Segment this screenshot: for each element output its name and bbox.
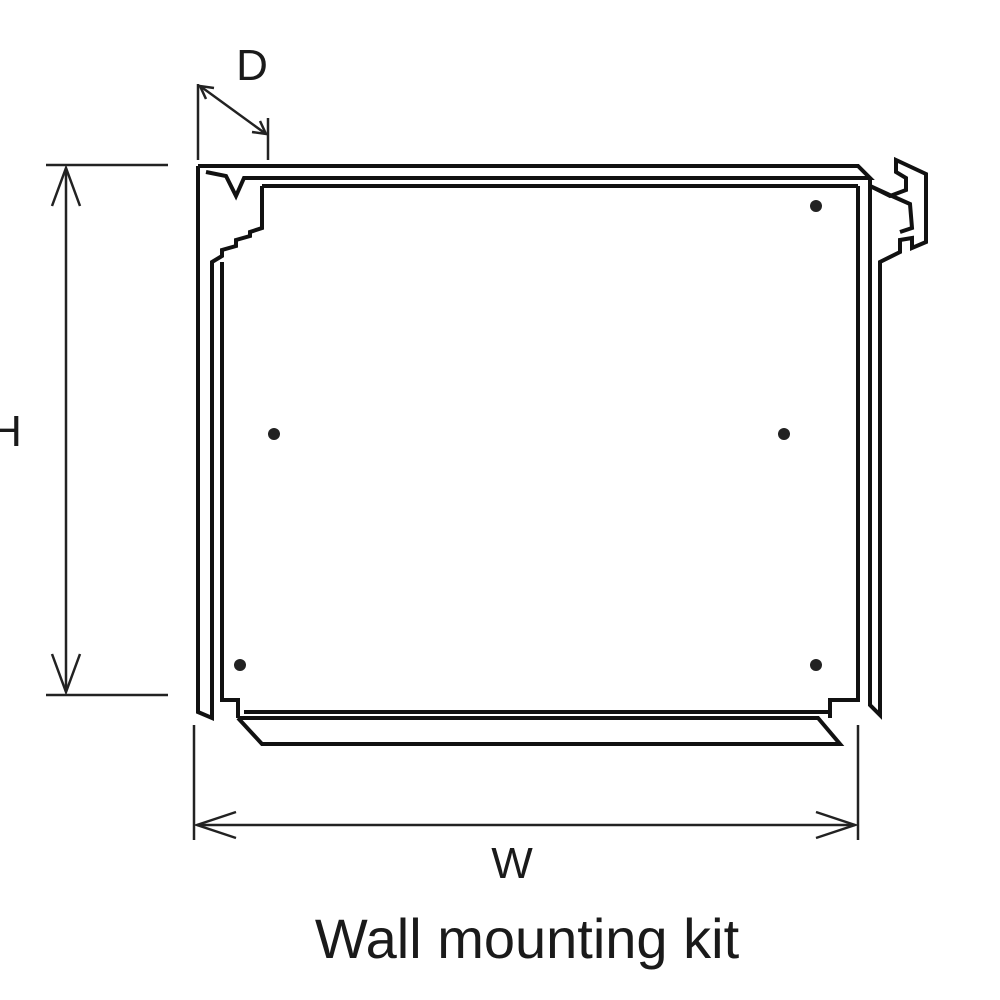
mounting-plate bbox=[196, 156, 928, 746]
mounting-hole-bottom-left bbox=[234, 659, 246, 671]
height-label: H bbox=[0, 407, 22, 456]
height-arrow-top bbox=[50, 164, 82, 207]
left-side-wall bbox=[196, 166, 264, 722]
right-hook-bracket bbox=[868, 156, 928, 720]
depth-dimension: D bbox=[196, 41, 270, 160]
top-flange bbox=[198, 164, 875, 180]
height-dimension: H bbox=[0, 163, 168, 697]
mounting-hole-middle-left bbox=[268, 428, 280, 440]
mounting-hole-middle-right bbox=[778, 428, 790, 440]
diagram-caption: Wall mounting kit bbox=[315, 907, 740, 970]
width-label: W bbox=[491, 839, 533, 888]
left-inner-edge bbox=[220, 262, 240, 718]
depth-arrow-start bbox=[197, 84, 215, 100]
height-arrow-bottom bbox=[50, 653, 82, 696]
right-inner-edge bbox=[828, 186, 860, 718]
left-top-bracket bbox=[205, 170, 262, 201]
width-arrow-right bbox=[815, 810, 859, 840]
mounting-hole-top-right bbox=[810, 200, 822, 212]
mounting-hole-bottom-right bbox=[810, 659, 822, 671]
width-arrow-left bbox=[193, 810, 237, 840]
depth-label: D bbox=[236, 41, 268, 90]
bottom-flange bbox=[236, 716, 845, 746]
depth-arrow-end bbox=[251, 120, 269, 136]
depth-dimension-line bbox=[199, 84, 267, 136]
width-dimension: W bbox=[192, 725, 860, 888]
right-hook-detail bbox=[869, 184, 915, 234]
